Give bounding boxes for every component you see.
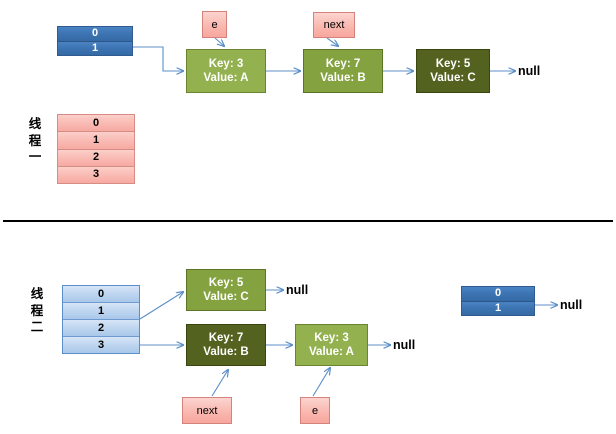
pointer-label: e: [211, 18, 218, 31]
section-divider: [3, 220, 613, 222]
node-key: Key: 7: [325, 57, 361, 70]
node-key: Key: 7: [208, 331, 244, 344]
node-value: Value: C: [203, 291, 249, 303]
thread-one-array[interactable]: 0 1 2 3: [57, 114, 135, 184]
null-terminator-bottom-row2: null: [393, 338, 416, 352]
null-terminator-bottom-right: null: [560, 298, 583, 312]
bucket-array-top[interactable]: 0 1: [57, 26, 133, 56]
pointer-label: next: [323, 19, 345, 31]
node-key: Key: 5: [435, 57, 471, 70]
thread-label-char: 线: [28, 116, 42, 131]
node-value: Value: A: [203, 72, 249, 84]
node-key: Key: 3: [314, 331, 349, 344]
bucket-cell: 1: [63, 303, 139, 320]
connector-e-to-key3-bottom: [312, 368, 330, 397]
null-terminator-top: null: [518, 64, 541, 78]
pointer-next-bottom[interactable]: next: [182, 397, 232, 424]
node-key: Key: 5: [208, 276, 244, 289]
pointer-next-top[interactable]: next: [313, 12, 355, 38]
bucket-cell: 1: [462, 301, 534, 315]
connector-next-to-key7-bottom: [211, 370, 228, 397]
node-value: Value: B: [320, 72, 366, 84]
bucket-cell: 0: [63, 286, 139, 303]
node-key3[interactable]: Key: 3 Value: A: [186, 49, 266, 93]
connector-array-row1-to-key5: [139, 292, 183, 320]
connector-next-to-key7: [326, 37, 338, 46]
thread-label-char: 程: [30, 302, 44, 318]
thread-label-char: 程: [28, 132, 42, 148]
pointer-e-bottom[interactable]: e: [300, 397, 330, 424]
pointer-label: e: [311, 404, 319, 417]
bucket-cell: 1: [58, 41, 132, 55]
connector-e-to-key3: [214, 37, 224, 46]
bucket-cell: 0: [58, 27, 132, 42]
node-key7[interactable]: Key: 7 Value: B: [303, 49, 383, 93]
thread-two-label: 线 程 二: [27, 286, 47, 336]
node-key: Key: 3: [208, 57, 244, 70]
node-value: Value: A: [309, 346, 354, 358]
bucket-cell: 2: [63, 320, 139, 337]
thread-array-cell: 1: [58, 132, 134, 150]
pointer-label: next: [196, 404, 218, 417]
node-key5[interactable]: Key: 5 Value: C: [416, 49, 490, 93]
node-value: Value: C: [430, 72, 476, 84]
null-terminator-bottom-row1: null: [286, 283, 309, 297]
thread-array-cell: 3: [58, 166, 134, 183]
node-key7-bottom[interactable]: Key: 7 Value: B: [186, 324, 266, 366]
bucket-array-bottom-right[interactable]: 0 1: [461, 286, 535, 316]
thread-label-char: 线: [30, 286, 44, 301]
node-key3-bottom[interactable]: Key: 3 Value: A: [295, 324, 368, 366]
pointer-e-top[interactable]: e: [202, 11, 227, 38]
bucket-cell: 0: [462, 287, 534, 302]
thread-label-char: 二: [30, 319, 44, 334]
bucket-array-bottom-left[interactable]: 0 1 2 3: [62, 285, 140, 354]
thread-one-label: 线 程 一: [25, 116, 45, 166]
node-key5-bottom[interactable]: Key: 5 Value: C: [186, 269, 266, 311]
bucket-cell: 3: [63, 337, 139, 353]
thread-array-cell: 2: [58, 149, 134, 167]
node-value: Value: B: [203, 346, 249, 358]
thread-array-cell: 0: [58, 115, 134, 133]
connector-array-to-key3: [133, 46, 183, 71]
thread-label-char: 一: [28, 149, 42, 164]
